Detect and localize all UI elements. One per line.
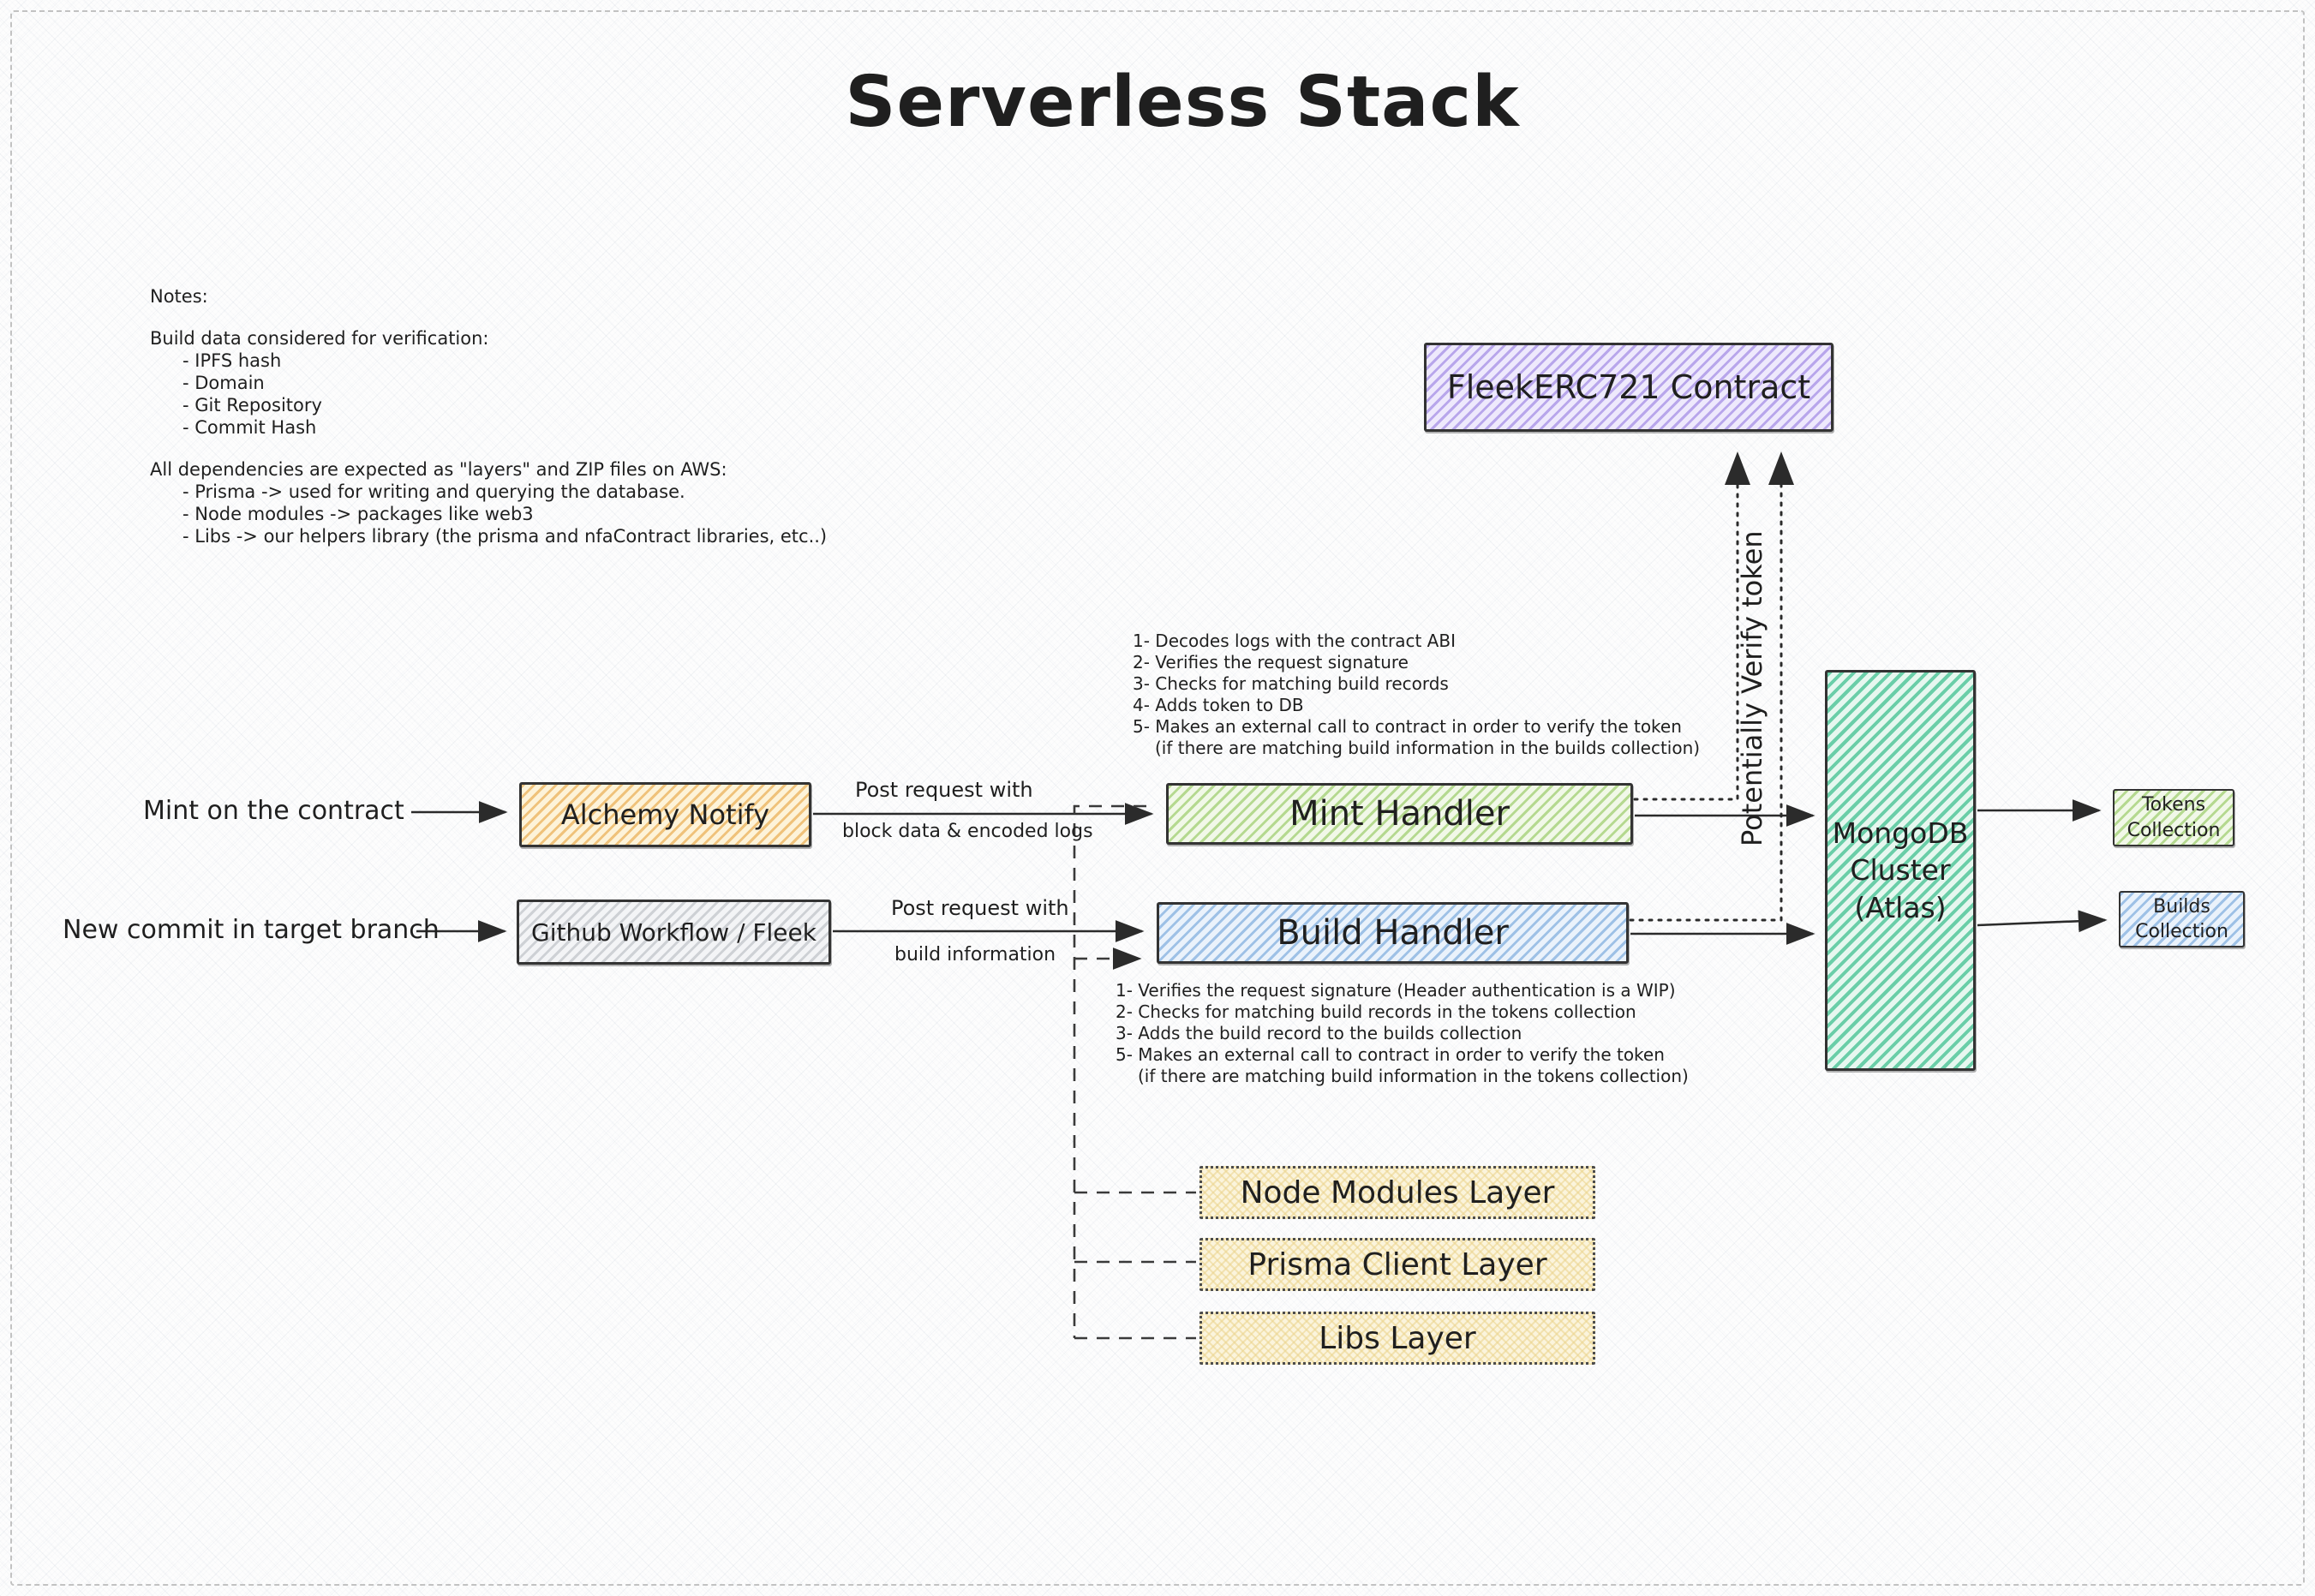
notes-deps-item: - Prisma -> used for writing and queryin… <box>182 481 685 502</box>
label-potentially-verify-token: Potentially Verify token <box>1736 530 1768 846</box>
label-post-request-block-1: Post request with <box>855 778 1033 802</box>
label-post-request-build-2: build information <box>894 944 1056 965</box>
node-label: Libs Layer <box>1319 1320 1476 1356</box>
notes-block: Notes: Build data considered for verific… <box>150 285 852 547</box>
label-mint-on-contract: Mint on the contract <box>143 796 404 826</box>
node-label: Builds Collection <box>2135 895 2228 942</box>
notes-deps-heading: All dependencies are expected as "layers… <box>150 459 727 480</box>
node-label: Node Modules Layer <box>1240 1175 1555 1210</box>
step-line: (if there are matching build information… <box>1155 738 1701 758</box>
node-label: Prisma Client Layer <box>1247 1246 1547 1282</box>
step-line: 4- Adds token to DB <box>1133 695 1304 715</box>
step-line: 5- Makes an external call to contract in… <box>1116 1044 1665 1065</box>
node-node-modules-layer: Node Modules Layer <box>1199 1166 1595 1219</box>
node-alchemy-notify: Alchemy Notify <box>519 782 811 847</box>
label-post-request-build-1: Post request with <box>891 896 1069 920</box>
node-label: FleekERC721 Contract <box>1446 368 1811 406</box>
step-line: 2- Verifies the request signature <box>1133 652 1409 672</box>
node-label: Build Handler <box>1277 913 1509 953</box>
mint-handler-steps: 1- Decodes logs with the contract ABI 2-… <box>1133 631 1700 759</box>
node-label: Mint Handler <box>1289 794 1510 834</box>
node-label: MongoDB Cluster (Atlas) <box>1832 816 1969 924</box>
notes-deps-item: - Libs -> our helpers library (the prism… <box>182 526 828 547</box>
node-builds-collection: Builds Collection <box>2119 891 2245 947</box>
node-label: Alchemy Notify <box>560 798 770 831</box>
notes-heading: Notes: <box>150 286 208 307</box>
notes-build-item: - Commit Hash <box>182 417 317 438</box>
node-mint-handler: Mint Handler <box>1166 783 1633 845</box>
node-libs-layer: Libs Layer <box>1199 1312 1595 1365</box>
node-build-handler: Build Handler <box>1157 902 1629 964</box>
node-github-workflow-fleek: Github Workflow / Fleek <box>517 900 831 965</box>
dotted-arrow-build-handler-to-contract <box>1629 451 1794 922</box>
notes-build-item: - Git Repository <box>182 395 322 415</box>
build-handler-steps: 1- Verifies the request signature (Heade… <box>1116 980 1689 1087</box>
node-tokens-collection: Tokens Collection <box>2113 789 2234 846</box>
node-mongodb-cluster: MongoDB Cluster (Atlas) <box>1825 670 1976 1071</box>
node-label: Tokens Collection <box>2127 794 2221 841</box>
label-post-request-block-2: block data & encoded logs <box>842 821 1093 842</box>
notes-build-item: - Domain <box>182 373 265 393</box>
notes-build-item: - IPFS hash <box>182 350 282 371</box>
diagram-title: Serverless Stack <box>845 62 1520 143</box>
node-label: Github Workflow / Fleek <box>531 918 817 947</box>
step-line: 3- Adds the build record to the builds c… <box>1116 1023 1522 1043</box>
node-prisma-client-layer: Prisma Client Layer <box>1199 1238 1595 1291</box>
dashed-layers-trunk <box>1073 804 1146 1338</box>
step-line: 3- Checks for matching build records <box>1133 673 1449 694</box>
step-line: 2- Checks for matching build records in … <box>1116 1001 1636 1022</box>
notes-deps-item: - Node modules -> packages like web3 <box>182 504 534 524</box>
arrow-mongodb-to-builds-collection <box>1977 910 2108 933</box>
node-fleekerc721-contract: FleekERC721 Contract <box>1424 343 1833 432</box>
label-new-commit: New commit in target branch <box>63 915 440 945</box>
step-line: 1- Verifies the request signature (Heade… <box>1116 980 1676 1001</box>
step-line: (if there are matching build information… <box>1138 1066 1689 1086</box>
step-line: 5- Makes an external call to contract in… <box>1133 716 1682 737</box>
dotted-arrow-mint-handler-to-contract <box>1633 451 1750 801</box>
notes-build-heading: Build data considered for verification: <box>150 328 489 349</box>
step-line: 1- Decodes logs with the contract ABI <box>1133 631 1456 651</box>
